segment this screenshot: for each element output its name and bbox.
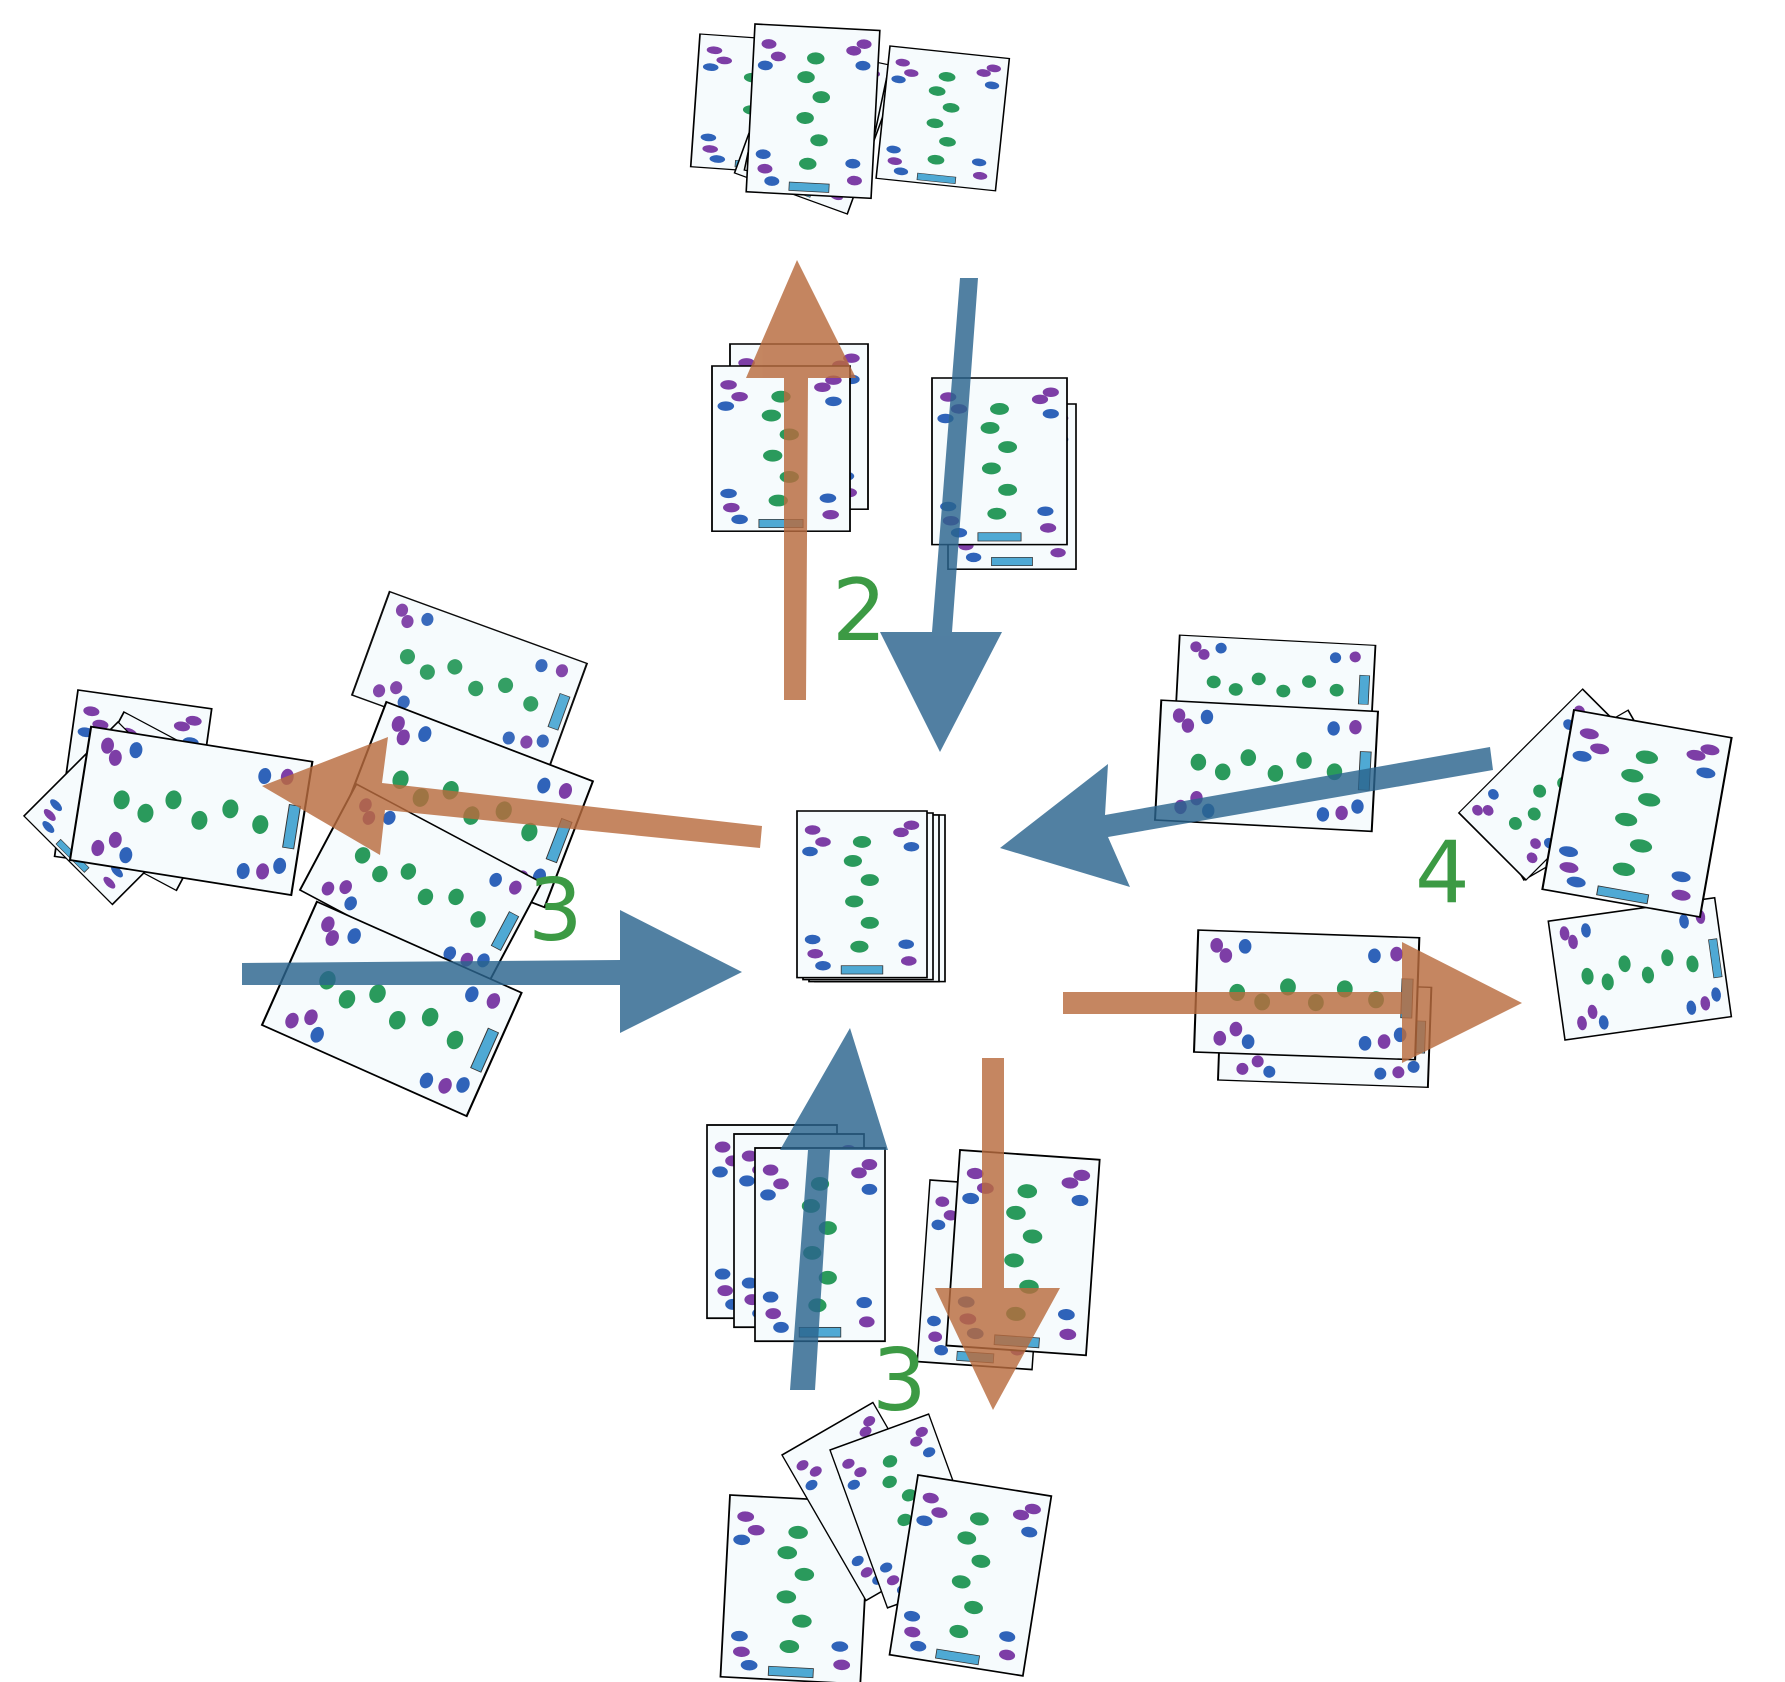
south-receive-pile	[706, 1124, 886, 1343]
center-pile	[796, 810, 946, 983]
west-pass-count: 3	[528, 861, 583, 961]
north-receive-arrow	[880, 278, 1002, 752]
west-hand	[23, 689, 314, 906]
north-pass-count: 2	[832, 561, 887, 661]
east-hand	[1458, 688, 1733, 1041]
pass-arrows	[242, 260, 1522, 1410]
north-pass-arrow	[746, 260, 856, 700]
west-pass-arrow	[262, 737, 762, 855]
north-hand	[689, 23, 1011, 215]
south-pass-arrow	[935, 1058, 1060, 1410]
east-receive-arrow	[1000, 747, 1493, 887]
south-receive-arrow	[780, 1028, 888, 1390]
east-pass-count: 4	[1415, 823, 1470, 923]
west-receive-arrow	[242, 910, 742, 1033]
east-pass-arrow	[1063, 942, 1522, 1063]
south-hand	[719, 1401, 1053, 1682]
south-pass-count: 3	[872, 1331, 927, 1431]
